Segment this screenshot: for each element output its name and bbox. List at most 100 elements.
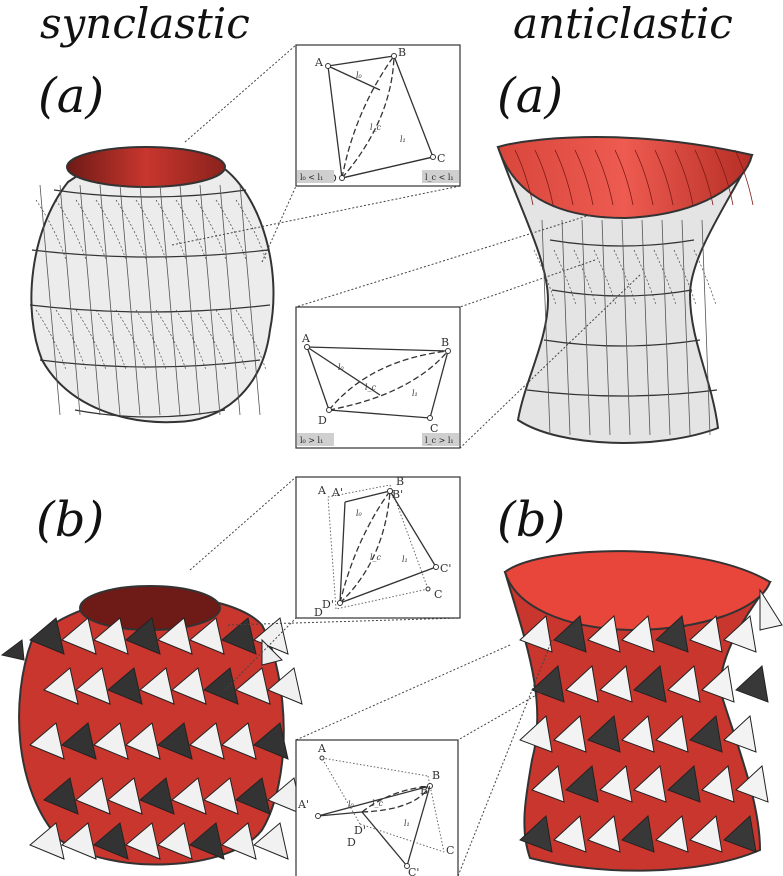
flap: [125, 722, 161, 760]
mesh-ring: [526, 389, 718, 397]
mesh-edge: [681, 219, 691, 436]
opening-fold: [534, 149, 554, 206]
condition-left: l₀ < l₁: [300, 173, 323, 182]
point-C: C: [434, 588, 442, 601]
mesh-ring: [549, 239, 695, 247]
inset-a-anticlastic: A B C D l₀ l_c l₁ l₀ > l₁ l_c > l₁: [295, 306, 461, 449]
flap: [221, 617, 257, 655]
mesh-edge: [641, 219, 651, 436]
flap: [565, 765, 599, 803]
mesh-edge: [561, 219, 571, 436]
flap: [553, 715, 587, 753]
opening-fold: [554, 149, 574, 206]
condition-left-badge: [297, 433, 334, 446]
mesh-fold: [75, 199, 107, 261]
mesh-fold: [533, 249, 557, 306]
length-lc: l_c: [370, 123, 382, 132]
flap: [587, 815, 621, 853]
flap: [75, 777, 111, 815]
mesh-ring: [543, 339, 701, 347]
mesh-fold: [155, 199, 187, 261]
flap: [553, 815, 587, 853]
flap: [189, 822, 225, 860]
flap: [221, 822, 257, 860]
mesh-fold: [215, 199, 247, 261]
mesh-fold: [115, 309, 147, 371]
flap: [139, 667, 175, 705]
inset-frame: [295, 306, 461, 449]
mesh-fold: [553, 249, 577, 306]
flap: [107, 777, 143, 815]
flap: [253, 822, 289, 860]
length-l1: l₁: [400, 135, 406, 144]
mesh-ring: [39, 359, 261, 368]
anticlastic-hyperboloid-b: [503, 550, 783, 872]
flap: [735, 665, 769, 703]
condition-right: l_c < l₁: [425, 173, 454, 182]
point-C: C: [437, 152, 445, 165]
flap: [655, 815, 689, 853]
condition-right: l_c > l₁: [425, 436, 454, 445]
mesh-fold: [35, 199, 67, 261]
flap: [633, 665, 667, 703]
flap: [203, 667, 239, 705]
inset-b-synclastic: A B C D A' B' C' D' l₀ l_c l₁: [295, 475, 461, 619]
flap: [235, 777, 271, 815]
flap: [553, 615, 587, 653]
flap: [235, 667, 271, 705]
hyperboloid-mesh: [514, 149, 754, 436]
header-synclastic: synclastic: [40, 0, 250, 48]
inset-frame: [295, 44, 461, 187]
mesh-edge: [119, 184, 141, 416]
flap: [61, 722, 97, 760]
point-D: D: [347, 836, 356, 849]
flap: [75, 667, 111, 705]
point-B: B: [432, 769, 440, 782]
length-l0: l₀: [348, 800, 355, 809]
mesh-fold: [235, 199, 267, 261]
mesh-fold: [633, 249, 657, 306]
barrel-opening: [66, 146, 226, 188]
flap: [157, 722, 193, 760]
mesh-ring: [31, 249, 269, 258]
mesh-fold: [35, 309, 67, 371]
flap: [689, 815, 723, 853]
flap: [29, 822, 65, 860]
flap: [667, 765, 701, 803]
mesh-edge: [581, 219, 591, 436]
flap: [667, 665, 701, 703]
opening-fold: [614, 149, 634, 206]
inset-b-anticlastic: A B C D A' B' C' D' l₀ l_c l₁: [295, 739, 459, 876]
point-B-prime: B': [420, 784, 431, 797]
opening-fold: [654, 149, 674, 206]
point-B-prime: B': [392, 488, 403, 501]
flap: [203, 777, 239, 815]
flap: [565, 665, 599, 703]
mesh-fold: [613, 249, 637, 306]
mesh-fold: [215, 309, 247, 371]
flap: [689, 715, 723, 753]
mesh-fold: [135, 309, 167, 371]
point-D-prime: D': [354, 824, 366, 837]
point-A: A: [301, 332, 311, 345]
flap: [621, 815, 655, 853]
spiky-barrel-flaps: [0, 617, 303, 860]
flap: [587, 715, 621, 753]
flap: [221, 722, 257, 760]
flap: [189, 722, 225, 760]
mesh-edge: [219, 184, 241, 416]
flap: [43, 777, 79, 815]
spiky-hyperboloid-flaps: [519, 588, 783, 853]
length-l0: l₀: [356, 509, 363, 518]
mesh-edge: [541, 219, 551, 436]
mesh-fold: [175, 199, 207, 261]
flap: [139, 777, 175, 815]
point-B: B: [398, 46, 406, 59]
mesh-fold: [653, 249, 677, 306]
flap: [125, 822, 161, 860]
flap: [655, 715, 689, 753]
flap: [29, 617, 65, 655]
flap: [735, 765, 769, 803]
flap: [723, 715, 757, 753]
